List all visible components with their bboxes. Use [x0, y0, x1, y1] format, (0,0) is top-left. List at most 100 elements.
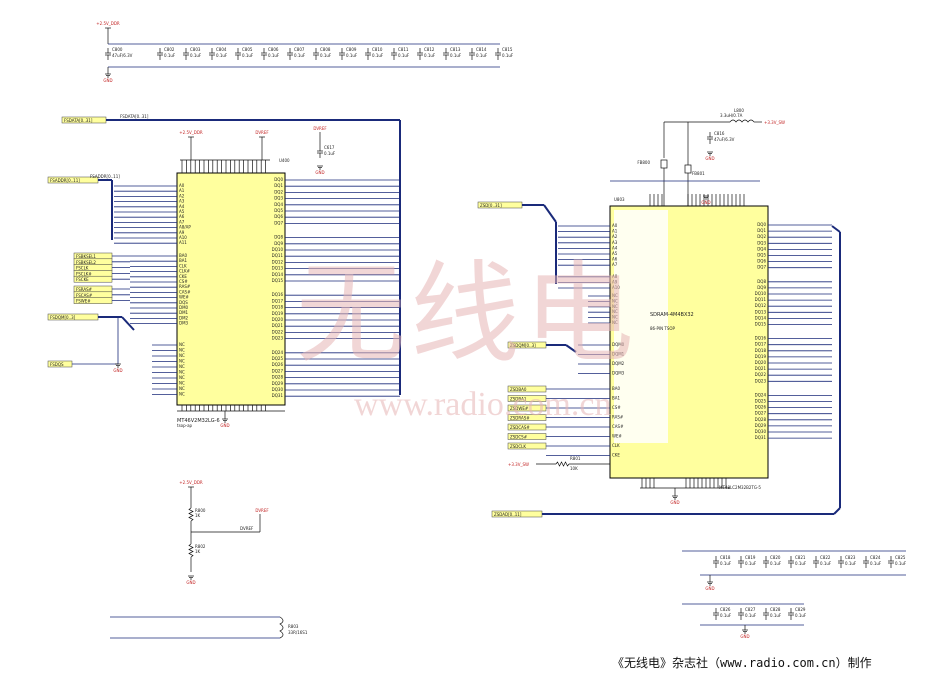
pin-name: NC — [179, 381, 185, 386]
pin-name: DQ2 — [274, 189, 283, 194]
cap-value: 0.1uF — [745, 561, 757, 566]
pin-name: A8 — [612, 274, 618, 279]
pin-name: NC — [612, 298, 618, 303]
pin-name: DQM3 — [612, 371, 625, 376]
pin-name: DQ1 — [274, 183, 283, 188]
pin-name: A1 — [612, 229, 618, 234]
pin-name: NC — [179, 364, 185, 369]
cap-value: 0.1uF — [845, 561, 857, 566]
pin-name: DQ4 — [757, 246, 766, 251]
net-label-text: FSCAS# — [76, 293, 93, 298]
net-label-text: FSDQS — [50, 362, 64, 367]
pin-name: DQ15 — [755, 322, 767, 327]
cap-value: 0.1uF — [770, 561, 782, 566]
pin-name: BA0 — [179, 253, 187, 258]
power-label: +2.5V_DDR — [96, 21, 120, 26]
pin-name: DQ17 — [755, 342, 767, 347]
cap-value: 0.1uF — [320, 53, 332, 58]
net-label-text: FSWE# — [76, 299, 91, 304]
cap-ref: C807 — [294, 47, 305, 52]
zsdqm-bus — [565, 344, 577, 353]
net-label-text: FSRAS# — [76, 287, 93, 292]
pin-name: DQ10 — [755, 291, 767, 296]
pin-name: A7 — [612, 262, 618, 267]
inductor-value: 3.3uH/0.7A — [720, 113, 743, 118]
pin-name: DQ0 — [274, 177, 283, 182]
cap-ref: C819 — [745, 555, 756, 560]
cap-value: 0.1uF — [870, 561, 882, 566]
pin-name: A4 — [179, 204, 185, 209]
pin-name: A9 — [179, 230, 185, 235]
pin-name: A0 — [179, 183, 185, 188]
pin-name: NC — [612, 309, 618, 314]
pin-name: A4 — [612, 245, 618, 250]
cap-ref: C806 — [268, 47, 279, 52]
cap-value: 47uF/6.3V — [112, 53, 133, 58]
bus-label: FSADDR[0..11] — [90, 174, 120, 179]
ground-label: GND — [705, 156, 714, 161]
resistor-pack-symbol — [279, 616, 284, 639]
cap-ref: C828 — [770, 607, 781, 612]
control-input-label — [507, 442, 547, 450]
power-label: +2.5V_DDR — [179, 130, 203, 135]
ferrite-bead — [684, 164, 692, 174]
pin-name: DQ20 — [272, 317, 284, 322]
ground-label: GND — [701, 200, 710, 205]
net-label-text: FSDQM[0..3] — [50, 315, 76, 320]
pin-name: CS# — [612, 405, 621, 410]
pin-name: DQS — [179, 300, 188, 305]
pin-name: DQM2 — [612, 361, 625, 366]
fsdqm-bus — [121, 316, 135, 331]
net-label-text: ZSDWE# — [510, 406, 529, 411]
pin-name: NC — [179, 386, 185, 391]
left-ddr-sdram: MT46V2M32LG-6tsop-apU400FSDATA[0..31]FSD… — [47, 114, 401, 428]
cap-ref: C617 — [324, 145, 335, 150]
fb-label: FB801 — [692, 171, 705, 176]
net-label-text: FSBKSEL1 — [76, 254, 96, 259]
pin-name: DQ9 — [274, 241, 283, 246]
cap-value: 0.1uF — [720, 561, 732, 566]
net-label-text: ZSDBA1 — [510, 397, 527, 402]
ddr-chip-body — [176, 172, 286, 406]
pin-name: DQ1 — [757, 228, 766, 233]
net-label-text: FSCKE — [76, 277, 89, 282]
pin-name: DQ4 — [274, 202, 283, 207]
pin-name: DQ26 — [755, 405, 767, 410]
cap-value: 0.1uF — [450, 53, 462, 58]
pin-name: NC — [179, 375, 185, 380]
pin-name: BA1 — [179, 258, 187, 263]
pin-name: A1 — [179, 188, 185, 193]
pin-name: CAS# — [179, 289, 191, 294]
cap-value: 0.1uF — [502, 53, 514, 58]
pin-name: DQ30 — [272, 387, 284, 392]
pin-name: DQ13 — [272, 266, 284, 271]
top-decoupling-bank: +2.5V_DDRC80047uF/6.3VC8020.1uFC8030.1uF… — [96, 21, 514, 83]
control-input-label — [507, 385, 547, 393]
pin-name: DQ24 — [755, 392, 767, 397]
pin-name: A10 — [179, 235, 187, 240]
cap-value: 0.1uF — [795, 613, 807, 618]
control-input-label — [507, 404, 547, 412]
net-label-text: ZSDCAS# — [510, 425, 530, 430]
pin-name: A0 — [612, 223, 618, 228]
right-decoupling-bank: C8180.1uFC8190.1uFC8200.1uFC8210.1uFC822… — [682, 550, 907, 639]
cap-ref: C815 — [502, 47, 513, 52]
cap-ref: C810 — [372, 47, 383, 52]
net-label-text: ZSDAD[0..11] — [494, 512, 522, 517]
chip-refdes: U400 — [279, 158, 290, 163]
cap-value: 0.1uF — [346, 53, 358, 58]
pin-name: A10 — [612, 285, 620, 290]
chip-part-number: MT46V2M32LG-6 — [177, 418, 220, 424]
pin-name: NC — [612, 293, 618, 298]
pin-name: DQ11 — [755, 297, 767, 302]
pin-name: BA0 — [612, 386, 620, 391]
cap-ref: C823 — [845, 555, 856, 560]
cap-ref: C822 — [820, 555, 831, 560]
pin-name: A6 — [179, 214, 185, 219]
ground-label: GND — [220, 423, 229, 428]
pin-name: DQ13 — [755, 309, 767, 314]
pin-name: DM3 — [179, 321, 189, 326]
